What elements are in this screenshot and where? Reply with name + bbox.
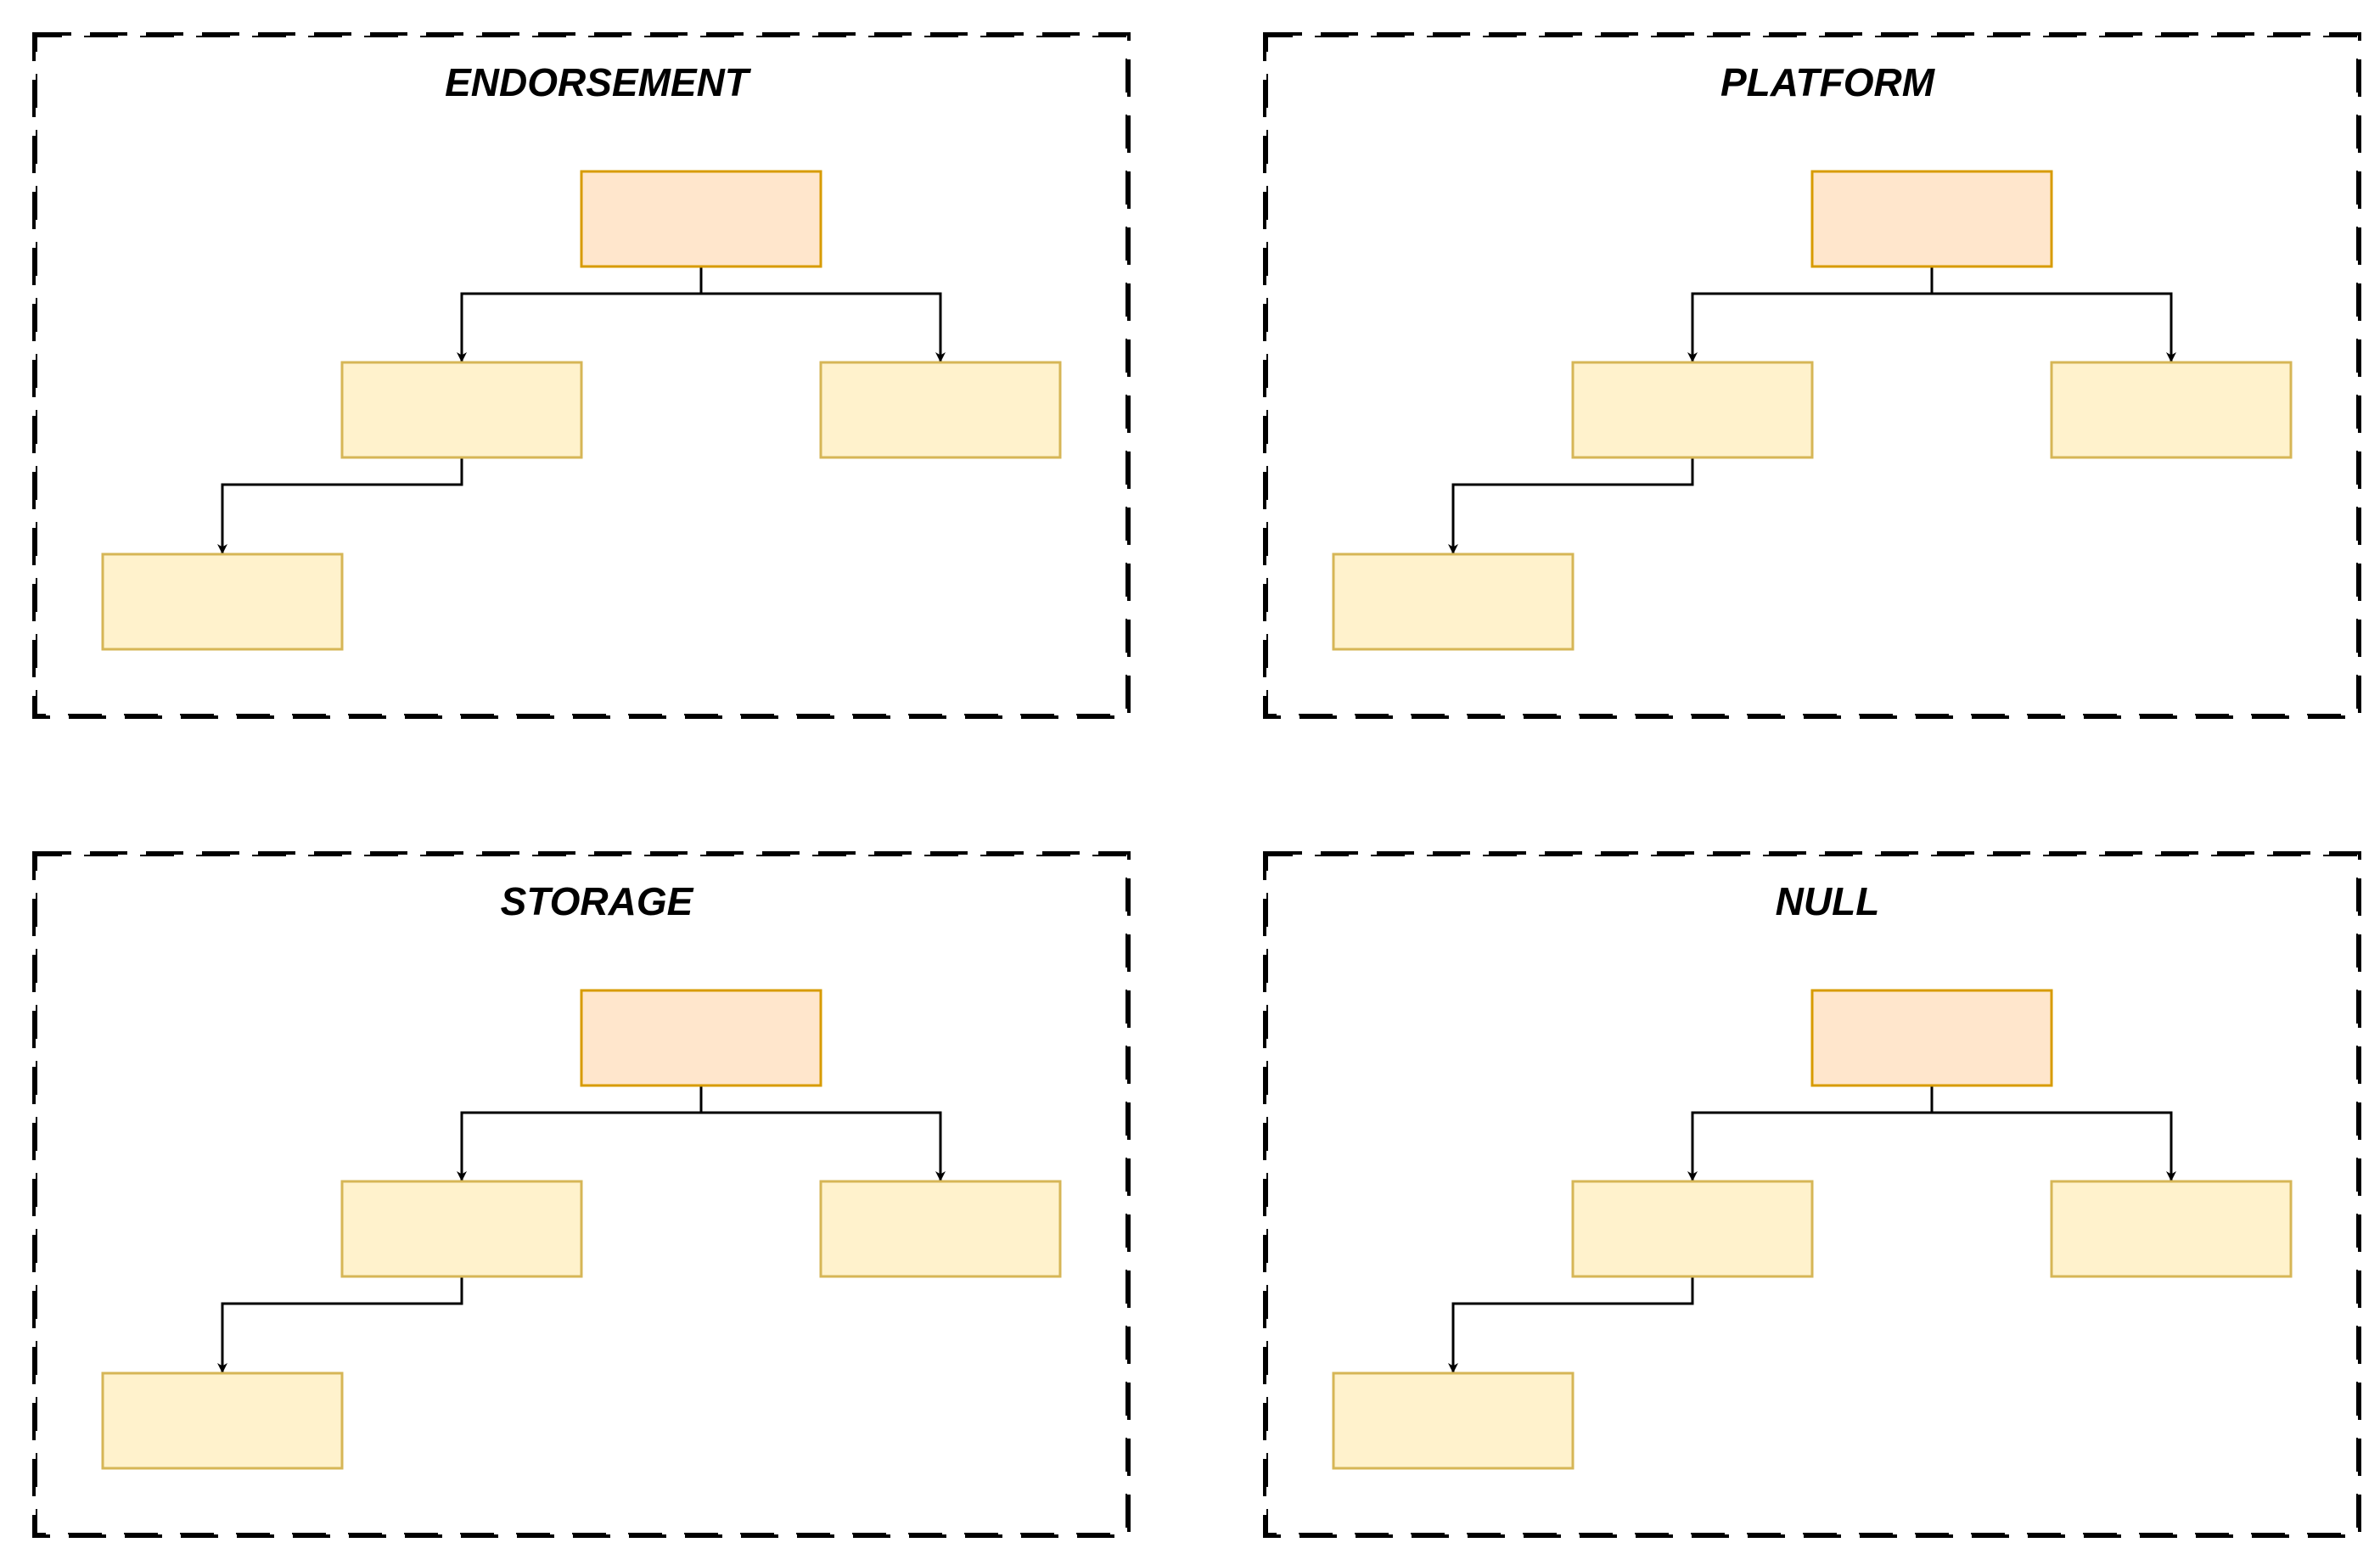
node-right-child [2050, 1180, 2293, 1278]
diagram-group-null: NULL [1263, 851, 2361, 1538]
edge-root-to-right-child [1930, 1085, 2176, 1181]
node-grandchild [1332, 1371, 1575, 1470]
node-root [580, 170, 822, 268]
groups-layer: ENDORSEMENT PLATFORM STORAGE NULL [32, 32, 2361, 1538]
node-left-child [1571, 1180, 1814, 1278]
group-frame-sketch-line [1266, 855, 2358, 1534]
node-grandchild [101, 553, 344, 651]
edge-root-to-left-child [1687, 266, 1934, 362]
group-title: NULL [1776, 879, 1880, 923]
edge-left-child-to-grandchild [1448, 457, 1694, 554]
group-frame [1263, 851, 2361, 1538]
group-frame-sketch-line [36, 855, 1127, 1534]
node-left-child [340, 1180, 583, 1278]
node-root [1810, 170, 2053, 268]
group-title: ENDORSEMENT [445, 60, 752, 104]
group-title: PLATFORM [1720, 60, 1936, 104]
node-left-child [1571, 361, 1814, 459]
edge-left-child-to-grandchild [217, 457, 463, 554]
edge-left-child-to-grandchild [1448, 1276, 1694, 1373]
diagram-group-endorsement: ENDORSEMENT [32, 32, 1131, 719]
edge-root-to-left-child [457, 266, 703, 362]
edge-root-to-left-child [457, 1085, 703, 1181]
group-frame [1263, 32, 2361, 719]
group-title: STORAGE [501, 879, 694, 923]
node-right-child [819, 1180, 1062, 1278]
edge-left-child-to-grandchild [217, 1276, 463, 1373]
node-root [1810, 989, 2053, 1087]
diagram-group-platform: PLATFORM [1263, 32, 2361, 719]
node-right-child [819, 361, 1062, 459]
node-grandchild [101, 1371, 344, 1470]
edge-root-to-right-child [699, 266, 946, 362]
node-left-child [340, 361, 583, 459]
edge-root-to-left-child [1687, 1085, 1934, 1181]
node-grandchild [1332, 553, 1575, 651]
group-frame [32, 32, 1131, 719]
node-right-child [2050, 361, 2293, 459]
edge-root-to-right-child [699, 1085, 946, 1181]
diagram-group-storage: STORAGE [32, 851, 1131, 1538]
group-frame-sketch-line [1266, 36, 2358, 715]
group-frame-sketch-line [36, 36, 1127, 715]
edge-root-to-right-child [1930, 266, 2176, 362]
node-root [580, 989, 822, 1087]
group-frame [32, 851, 1131, 1538]
